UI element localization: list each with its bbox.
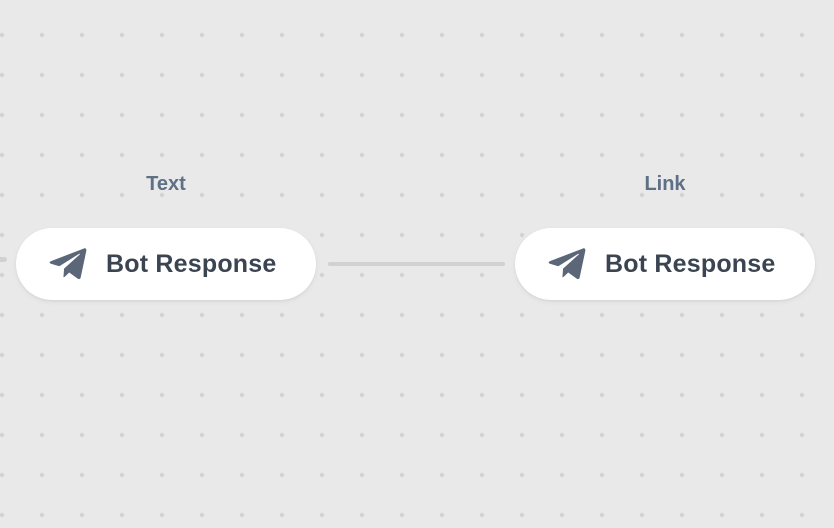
connector-edge[interactable]: [328, 262, 505, 266]
node-group-link: Link Bot Response: [515, 168, 815, 300]
bot-response-node-text[interactable]: Bot Response: [16, 228, 316, 300]
node-title: Bot Response: [605, 249, 776, 278]
node-label-text: Text: [146, 173, 186, 195]
send-plane-icon: [545, 242, 589, 286]
bot-response-node-link[interactable]: Bot Response: [515, 228, 815, 300]
offscreen-edge-stub: [0, 257, 7, 262]
node-label-link: Link: [644, 173, 686, 195]
node-group-text: Text Bot Response: [16, 168, 316, 300]
send-plane-icon: [46, 242, 90, 286]
node-title: Bot Response: [106, 249, 277, 278]
